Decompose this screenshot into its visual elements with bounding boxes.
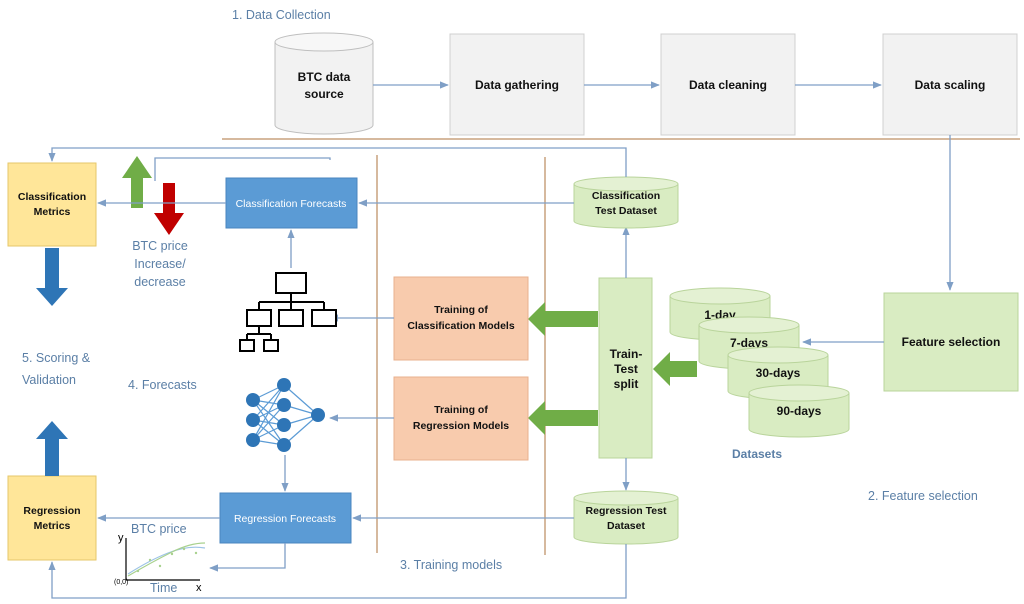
decision-tree-icon [239,272,337,352]
plot-time-label: Time [150,581,177,595]
plot-axis-x-label: x [196,582,202,594]
data-scaling-box: Data scaling [882,33,1018,136]
classification-forecasts-box: Classification Forecasts [225,177,358,229]
btc-data-source-cylinder: BTC data source [274,32,374,135]
section-label-training-models: 3. Training models [400,558,502,572]
regression-test-label-2: Dataset [607,520,645,532]
datasets-caption: Datasets [732,447,782,461]
classification-test-label-2: Test Dataset [595,205,657,217]
green-arrow-split-to-regression-training [528,401,598,435]
section-label-scoring: 5. Scoring & [22,351,91,365]
regression-test-dataset-cylinder: Regression Test Dataset [573,490,679,545]
dataset-label-90-days: 90-days [777,404,822,418]
arrow-regression-forecasts-to-plot [209,543,286,572]
training-regression-label-1: Training of [434,404,488,416]
green-arrow-datasets-to-split [653,352,697,386]
btc-data-source-label-1: BTC data [298,70,351,84]
classification-metrics-label-1: Classification [18,191,86,203]
section-label-feature-selection: 2. Feature selection [868,489,978,503]
dataset-cylinder-30-days: 30-days [727,346,829,400]
btc-price-mini-plot [125,538,206,581]
data-scaling-label: Data scaling [915,78,986,92]
arrow-classification-ground-truth-to-metrics [48,147,627,177]
data-cleaning-box: Data cleaning [660,33,796,136]
arrow-price-indicator-feedback [154,157,331,181]
training-classification-label-2: Classification Models [407,320,515,332]
dataset-cylinder-90-days: 90-days [748,384,850,438]
dataset-cylinder-7-days: 7-days [698,316,800,370]
regression-test-label-1: Regression Test [586,505,667,517]
classification-metrics-box: Classification Metrics [7,162,97,247]
train-test-split-box: Train- Test split [598,277,653,459]
classification-forecasts-label: Classification Forecasts [236,198,347,210]
plot-axis-y-label: y [118,532,124,544]
classification-test-dataset-cylinder: Classification Test Dataset [573,176,679,229]
neural-network-icon [246,378,325,452]
price-decrease-arrow-icon [154,183,184,235]
data-gathering-label: Data gathering [475,78,559,92]
green-arrow-split-to-classification-training [528,302,598,336]
regression-metrics-label-1: Regression [23,505,80,517]
training-classification-label-1: Training of [434,304,488,316]
data-gathering-box: Data gathering [449,33,585,136]
btc-price-plot-title: BTC price [131,522,187,536]
section-label-data-collection: 1. Data Collection [232,8,331,22]
split-label-3: split [614,377,639,391]
btc-price-change-label-3: decrease [134,275,185,289]
regression-forecasts-box: Regression Forecasts [219,492,352,544]
price-increase-arrow-icon [122,156,152,208]
classification-metrics-down-arrow-icon [36,248,68,306]
split-label-2: Test [614,362,638,376]
training-classification-box: Training of Classification Models [393,276,529,361]
data-cleaning-label: Data cleaning [689,78,767,92]
arrow-regression-ground-truth-to-metrics [48,544,627,599]
classification-test-label-1: Classification [592,190,660,202]
feature-selection-label: Feature selection [902,335,1001,349]
classification-metrics-label-2: Metrics [34,206,71,218]
regression-forecasts-label: Regression Forecasts [234,513,336,525]
btc-price-change-label-2: Increase/ [134,257,186,271]
btc-data-source-label-2: source [304,87,344,101]
training-regression-box: Training of Regression Models [393,376,529,461]
dataset-label-30-days: 30-days [756,366,801,380]
feature-selection-box: Feature selection [883,292,1019,392]
regression-metrics-label-2: Metrics [34,520,71,532]
section-label-forecasts: 4. Forecasts [128,378,197,392]
regression-metrics-up-arrow-icon [36,421,68,476]
split-label-1: Train- [610,347,643,361]
plot-origin-label: (0,0) [114,579,128,586]
section-label-validation: Validation [22,373,76,387]
training-regression-label-2: Regression Models [413,420,509,432]
regression-metrics-box: Regression Metrics [7,475,97,561]
dataset-label-7-days: 7-days [730,336,768,350]
btc-price-change-label-1: BTC price [132,239,188,253]
